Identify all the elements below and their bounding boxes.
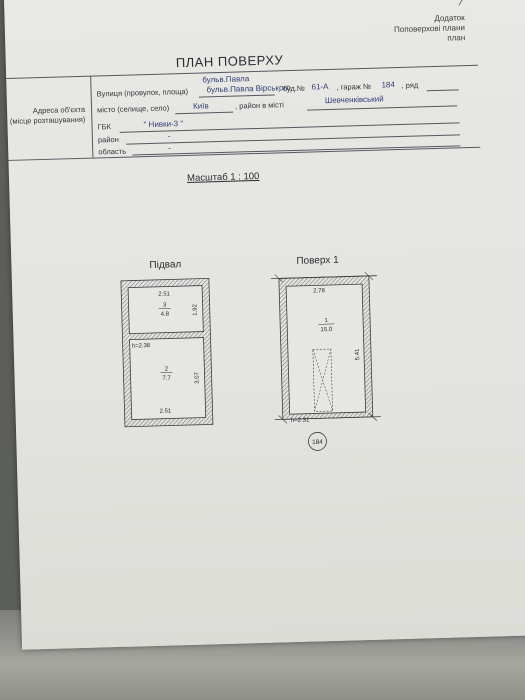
floor1-plan: 2.78 1 15.0 5.41 h=2.31 184 <box>270 271 381 451</box>
appendix-block: Додаток Поповерхові плани план <box>360 13 466 46</box>
room-3-number: 3 <box>163 303 167 309</box>
gbk-value: " Нивки-3 " <box>143 119 184 130</box>
pit-diagonal <box>314 348 332 412</box>
dimension-tick <box>368 412 378 421</box>
room-1-height: h=2.31 <box>291 418 310 425</box>
basement-title: Підвал <box>149 259 182 272</box>
dimension-tick <box>274 274 284 283</box>
region-value: - <box>168 143 171 153</box>
room-3-width: 2.51 <box>158 291 171 297</box>
room-2-number: 2 <box>165 367 169 373</box>
district-value: - <box>167 131 171 141</box>
gbk-label: ГБК <box>97 122 112 132</box>
floor1-title: Поверх 1 <box>296 254 339 267</box>
room-2-outline <box>129 337 207 421</box>
street-value-line1: бульв.Павла <box>202 74 250 85</box>
city-district-label: , район в місті <box>234 100 285 111</box>
room-2-depth: 3.07 <box>194 371 200 384</box>
appendix-line: план <box>447 33 466 43</box>
street-label: Вулиця (провулок, площа) <box>96 86 189 99</box>
room-1-outline <box>285 283 367 415</box>
underline <box>426 89 459 92</box>
page-number: 7 <box>455 0 466 10</box>
room-2-height: h=2.38 <box>132 343 151 350</box>
table-divider <box>90 75 94 158</box>
room-2-area: 7.7 <box>162 375 171 381</box>
city-label: місто (селище, село) <box>96 103 170 115</box>
underline <box>307 105 458 111</box>
room-3-area: 4.8 <box>161 311 170 317</box>
room-1-number: 1 <box>324 318 328 324</box>
underline <box>198 94 275 98</box>
room-2-width: 2.51 <box>159 408 172 414</box>
address-label-line: (місце розташування) <box>9 114 86 126</box>
room-3-outline <box>127 285 204 335</box>
garage-badge <box>308 432 327 451</box>
city-district-value: Шевченківський <box>324 94 384 106</box>
address-table: Адреса об'єкта (місце розташування) буль… <box>6 64 481 161</box>
room-3-depth: 1.92 <box>193 303 199 316</box>
building-value: 61-А <box>311 81 329 92</box>
page-title: ПЛАН ПОВЕРХУ <box>175 52 284 71</box>
garage-label: , гараж № <box>336 81 372 92</box>
dimension-tick <box>364 271 374 281</box>
underline <box>126 134 460 145</box>
room-1-length: 5.41 <box>355 348 361 361</box>
region-label: область <box>98 146 127 157</box>
dimension-tick <box>278 415 288 424</box>
table-rule <box>8 146 481 161</box>
room-1-area: 15.0 <box>320 327 333 333</box>
underline <box>132 145 461 156</box>
district-label: район <box>97 134 119 145</box>
room-1-width: 2.78 <box>313 288 326 294</box>
address-label: Адреса об'єкта (місце розташування) <box>0 105 86 128</box>
row-label: , ряд <box>401 80 419 90</box>
basement-plan: 2.51 3 4.8 1.92 h=2.38 2 7.7 3.07 2.51 <box>120 277 214 428</box>
building-label: , буд.№ <box>278 83 306 94</box>
garage-badge-number: 184 <box>312 439 323 446</box>
garage-value: 184 <box>381 80 396 90</box>
inspection-pit <box>312 348 333 412</box>
scale-label: Масштаб 1 : 100 <box>186 170 260 184</box>
city-value: Київ <box>192 101 209 111</box>
underline <box>175 111 234 115</box>
document-page: 7 Додаток Поповерхові плани план ПЛАН ПО… <box>4 0 525 650</box>
